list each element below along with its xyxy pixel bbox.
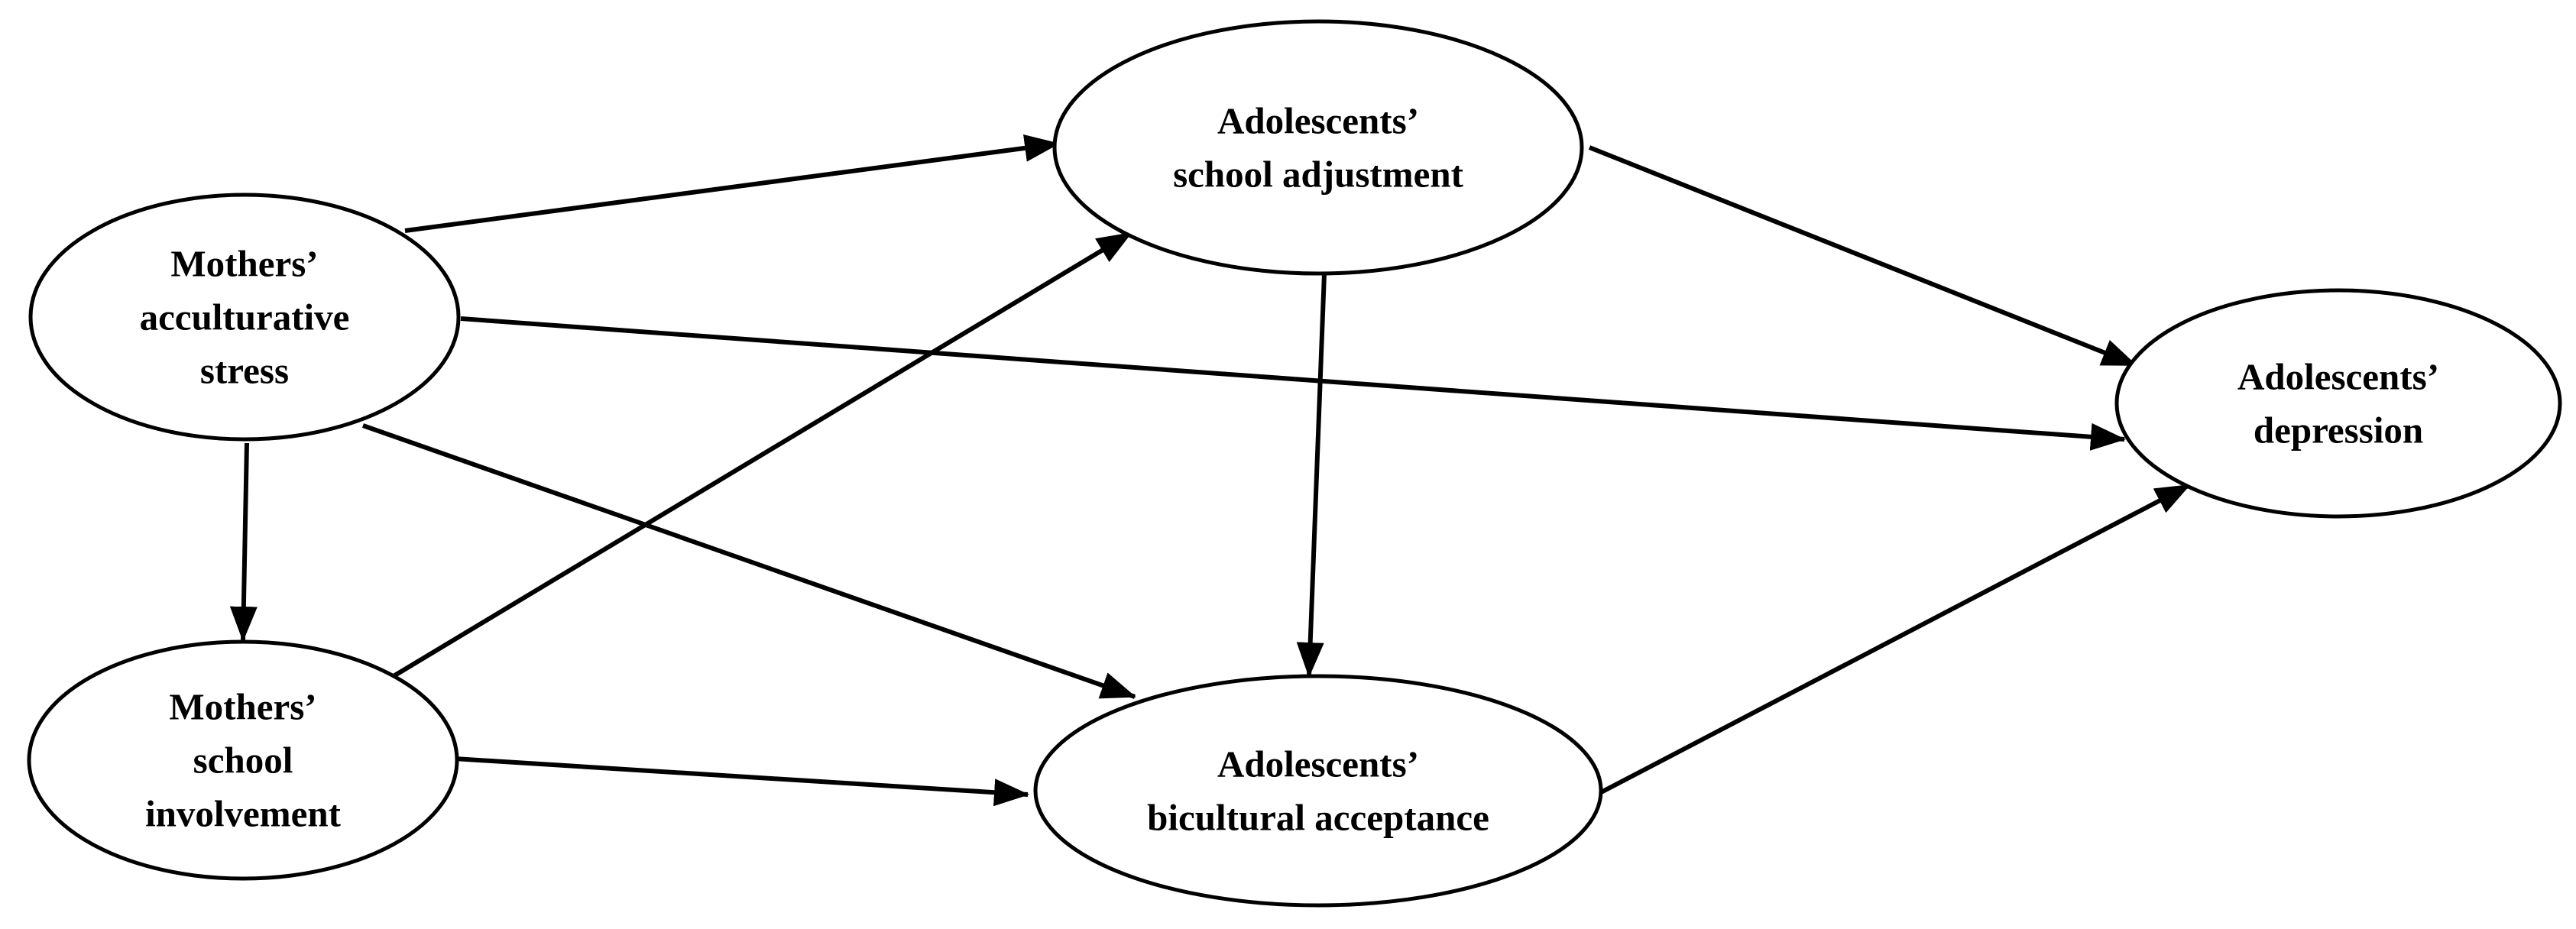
arrow-adolescent-adjustment-to-adolescent-acceptance xyxy=(1296,273,1327,678)
node-label-line: depression xyxy=(2254,409,2423,452)
arrow-mothers-stress-to-mothers-involvement xyxy=(229,442,258,642)
node-ellipse-mothers-stress xyxy=(28,193,461,442)
node-label-line: acculturative xyxy=(140,296,350,338)
arrow-mothers-involvement-to-adolescent-acceptance xyxy=(454,756,1029,807)
node-adolescent-depression: Adolescents’ depression xyxy=(2114,288,2562,519)
arrow-adolescent-acceptance-to-adolescent-depression xyxy=(1588,483,2191,801)
node-label-line: Adolescents’ xyxy=(2237,356,2439,398)
node-label-line: Mothers’ xyxy=(169,686,316,728)
arrow-mothers-stress-to-adolescent-depression xyxy=(460,316,2126,451)
node-mothers-stress: Mothers’ acculturative stress xyxy=(28,193,461,442)
node-ellipse-adolescent-adjustment xyxy=(1052,19,1584,276)
node-ellipse-mothers-involvement xyxy=(27,639,459,881)
node-label-line: school xyxy=(193,740,293,782)
arrow-mothers-involvement-to-adolescent-adjustment xyxy=(392,231,1132,678)
node-label-line: Adolescents’ xyxy=(1217,743,1419,785)
node-mothers-involvement: Mothers’ school involvement xyxy=(27,639,459,881)
node-label-line: school adjustment xyxy=(1173,154,1463,196)
arrow-mothers-stress-to-adolescent-acceptance xyxy=(362,423,1136,699)
node-adolescent-acceptance: Adolescents’ bicultural acceptance xyxy=(1033,674,1603,908)
node-adolescent-adjustment: Adolescents’ school adjustment xyxy=(1052,19,1584,276)
arrow-mothers-stress-to-adolescent-adjustment xyxy=(404,134,1060,233)
node-label-line: bicultural acceptance xyxy=(1147,797,1489,839)
node-label-line: stress xyxy=(200,350,289,392)
nodes-layer: Mothers’acculturativestressMothers’schoo… xyxy=(27,19,2562,908)
node-label-line: involvement xyxy=(145,793,342,835)
node-ellipse-adolescent-acceptance xyxy=(1033,674,1603,908)
edges-layer xyxy=(229,134,2191,807)
arrow-adolescent-adjustment-to-adolescent-depression xyxy=(1588,145,2137,367)
node-ellipse-adolescent-depression xyxy=(2114,288,2562,519)
node-label-line: Mothers’ xyxy=(170,243,318,285)
node-label-line: Adolescents’ xyxy=(1217,100,1419,142)
